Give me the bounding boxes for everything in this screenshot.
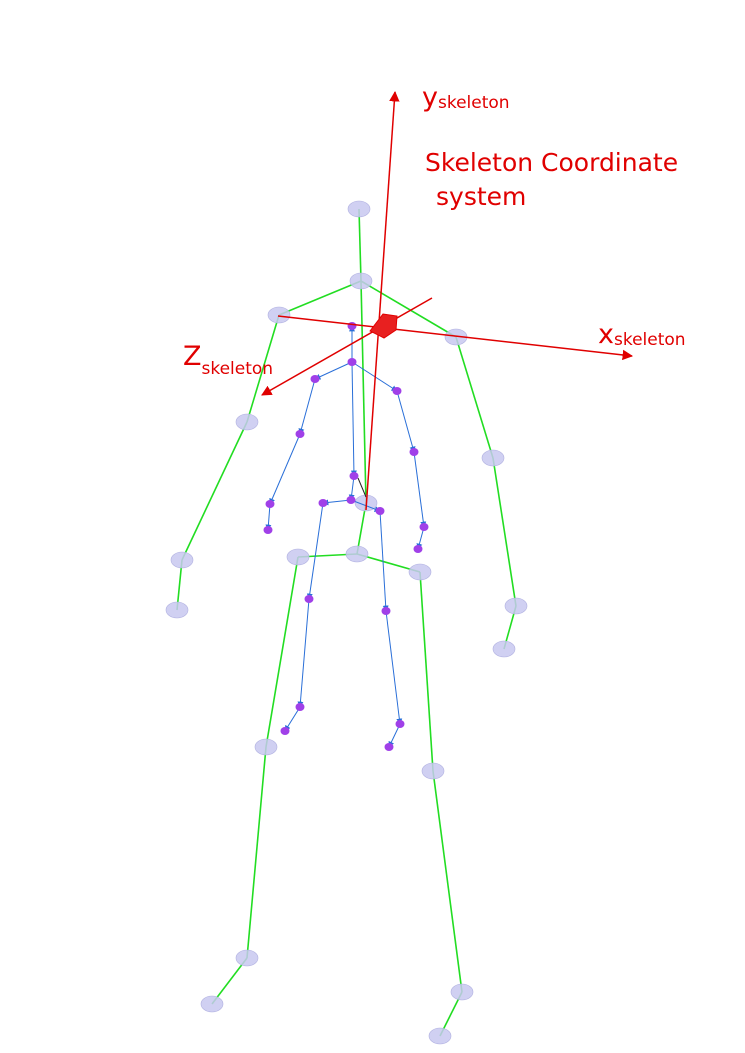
inner-bone-hipR-knR (379, 510, 389, 612)
inner-joint-neck (347, 358, 357, 366)
outer-joint-haL (165, 601, 189, 619)
inner-bone-hipC-hipL (322, 499, 352, 506)
inner-bone-wrL-haL (265, 503, 272, 531)
outer-joint-shL (267, 306, 291, 324)
inner-bone-shR-elR (396, 390, 416, 453)
inner-skeleton (263, 322, 429, 751)
inner-joint-ftL (280, 727, 290, 735)
outer-joint-neck (349, 272, 373, 290)
outer-bone-elR-wrR (492, 457, 517, 607)
inner-bone-hipL-knL (306, 502, 324, 600)
outer-bone-head-neck (358, 208, 362, 282)
inner-joint-knL (304, 595, 314, 603)
origin-marker (369, 313, 398, 339)
outer-bone-knR-anR (432, 770, 463, 993)
outer-joint-hipC (345, 545, 369, 563)
inner-joint-knR (381, 607, 391, 615)
inner-joint-top (347, 322, 357, 330)
inner-bone-anL-ftL (284, 706, 301, 732)
inner-joint-wrL (265, 500, 275, 508)
inner-bone-shL-elL (298, 378, 316, 435)
outer-joint-anL (235, 949, 259, 967)
z-axis-line (261, 297, 433, 396)
outer-bone-knL-anL (246, 746, 267, 959)
outer-joint-hipR (408, 563, 432, 581)
inner-joint-haR (413, 545, 423, 553)
outer-joint-ftR (428, 1027, 452, 1045)
outer-bone-shL-elL (246, 314, 280, 423)
inner-bone-neck-mid (350, 361, 357, 477)
inner-joint-hipC (346, 496, 356, 504)
outer-bone-neck-shR (360, 280, 457, 338)
inner-joint-wrR (419, 523, 429, 531)
outer-joint-haR (492, 640, 516, 658)
inner-joint-mid (349, 472, 359, 480)
outer-bone-elL-wrL (181, 421, 248, 561)
inner-joint-hipL (318, 499, 328, 507)
outer-joint-anR (450, 983, 474, 1001)
inner-bone-neck-shL (314, 361, 353, 380)
y-axis-line (365, 90, 400, 511)
diagram-title-line1: Skeleton Coordinate (425, 148, 678, 177)
outer-joint-wrR (504, 597, 528, 615)
outer-bone-shR-elR (455, 336, 494, 459)
outer-joint-elR (481, 449, 505, 467)
diagram-title-line2: system (436, 182, 526, 211)
outer-bone-spine-hipC (356, 502, 367, 555)
inner-joint-anL (295, 703, 305, 711)
coordinate-axes (261, 90, 634, 511)
inner-joint-shR (392, 387, 402, 395)
outer-bone-anL-ftL (211, 957, 248, 1005)
outer-bone-neck-shL (278, 280, 362, 316)
inner-joint-hipR (375, 507, 385, 515)
inner-joint-shL (310, 375, 320, 383)
outer-joint-knL (254, 738, 278, 756)
outer-joint-wrL (170, 551, 194, 569)
outer-skeleton (165, 200, 528, 1045)
x-axis-label: xskeleton (598, 319, 686, 350)
inner-joint-anR (395, 720, 405, 728)
x-axis-line (277, 315, 634, 361)
inner-bone-elL-wrL (269, 433, 301, 505)
outer-bone-wrL-haL (176, 559, 183, 611)
outer-joint-knR (421, 762, 445, 780)
inner-bone-hipC-hipR (350, 499, 381, 512)
inner-joint-elR (409, 448, 419, 456)
inner-joint-ftR (384, 743, 394, 751)
inner-bone-knR-anR (385, 610, 403, 725)
outer-joint-hipL (286, 548, 310, 566)
outer-bone-hipL-knL (265, 556, 299, 748)
inner-bone-mid-hipC (348, 475, 355, 501)
inner-joint-elL (295, 430, 305, 438)
inner-bone-elR-wrR (413, 451, 427, 528)
outer-joint-head (347, 200, 371, 218)
inner-bone-neck-shR (351, 361, 398, 392)
outer-bone-neck-spine (360, 280, 367, 504)
outer-joint-elL (235, 413, 259, 431)
outer-bone-hipR-knR (419, 571, 434, 772)
inner-bone-knL-anL (297, 598, 310, 708)
inner-bone-pelvis-dark (357, 477, 367, 498)
inner-bone-anR-ftR (388, 723, 401, 748)
y-axis-label: yskeleton (422, 82, 510, 113)
z-axis-label: Zskeleton (183, 341, 273, 379)
outer-joint-ftL (200, 995, 224, 1013)
inner-joint-haL (263, 526, 273, 534)
